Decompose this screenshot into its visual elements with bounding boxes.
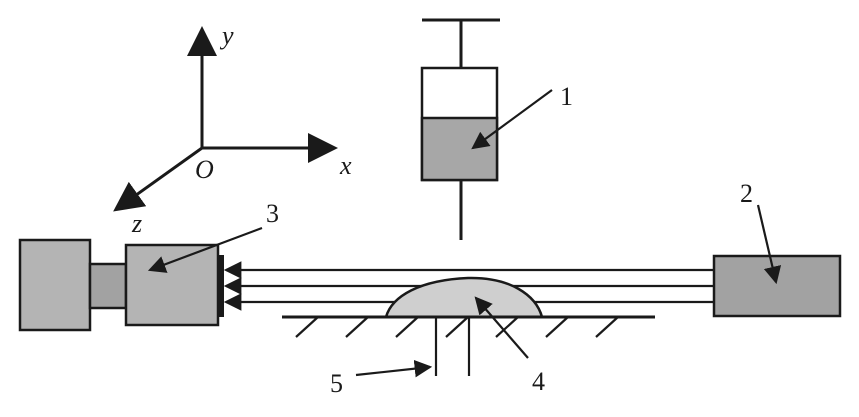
x-axis-label: x (339, 151, 352, 180)
callout-4-label: 4 (532, 367, 545, 396)
syringe: 1 (420, 18, 573, 240)
coordinate-axes: y x z O (113, 21, 352, 238)
camera-body (18, 238, 92, 332)
callout-1-arrow (471, 89, 553, 150)
light-source: 2 (712, 179, 842, 318)
callout-1-label: 1 (560, 82, 573, 111)
callout-2-label: 2 (740, 179, 753, 208)
syringe-liquid (420, 116, 499, 182)
z-axis-arrow (113, 146, 203, 212)
stage-support: 5 (330, 317, 471, 398)
droplet-and-substrate: 4 (282, 276, 655, 396)
callout-2-arrow (756, 204, 782, 285)
substrate-hatching (295, 316, 619, 338)
camera-lens (124, 243, 220, 327)
light-source-box (712, 254, 842, 318)
callout-5-arrow (355, 359, 433, 378)
camera-sensor-strip (218, 255, 224, 317)
origin-label: O (195, 155, 214, 184)
callout-4-arrow (474, 296, 529, 359)
callout-5-label: 5 (330, 369, 343, 398)
droplet (384, 276, 544, 319)
y-axis-label: y (219, 21, 234, 50)
z-axis-label: z (131, 209, 142, 238)
camera: 3 (18, 199, 279, 332)
camera-connector (88, 262, 128, 310)
callout-3-arrow (147, 226, 263, 273)
callout-3-label: 3 (266, 199, 279, 228)
